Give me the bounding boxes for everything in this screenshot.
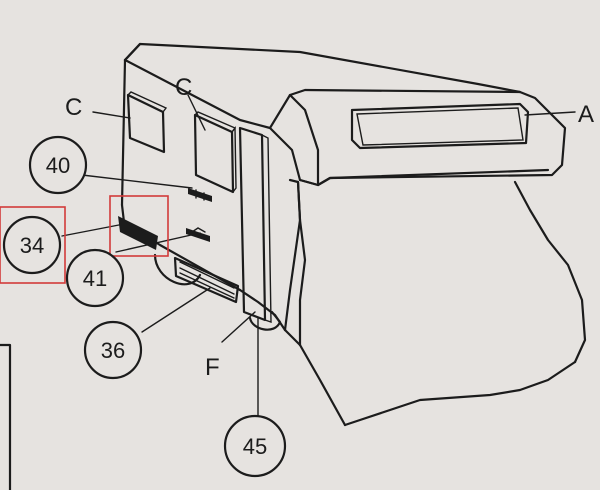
highlight-box-34-label [0,206,66,284]
label-c-left: C [65,94,82,121]
inlet-41 [186,227,210,242]
callout-45-text: 45 [243,434,267,459]
window-c-right [193,111,237,194]
window-c-left [126,91,168,154]
callout-41: 41 [65,248,125,308]
hatch-34 [118,216,158,250]
page-edge-fragment [0,343,12,490]
callout-40-text: 40 [46,153,70,178]
callout-41-text: 41 [83,266,107,291]
step-36 [173,256,240,304]
callout-34: 34 [2,215,62,275]
label-c-right: C [175,74,192,101]
camper-body [120,42,587,427]
highlight-boxes [0,195,169,284]
door-f [238,126,282,331]
vent-40 [188,188,212,202]
callout-40: 40 [28,135,88,195]
callout-34-text: 34 [20,233,44,258]
highlight-box-34-part [109,195,169,257]
label-a: A [578,101,594,128]
callout-36: 36 [83,320,143,380]
leader-lines [61,94,576,419]
callout-36-text: 36 [101,338,125,363]
callout-45: 45 [223,414,287,478]
label-f: F [205,354,220,381]
